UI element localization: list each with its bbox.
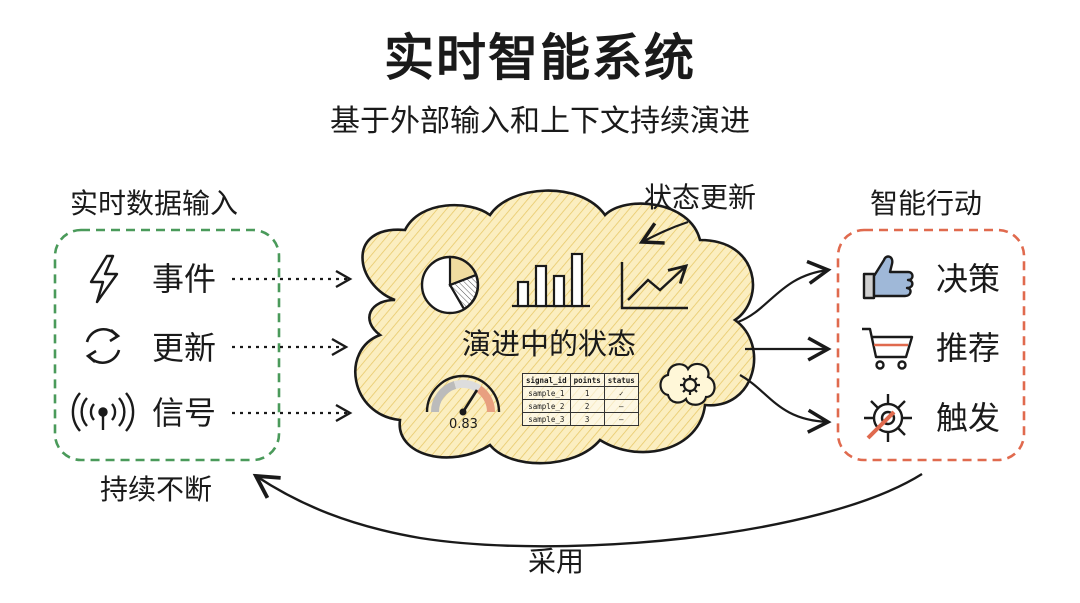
input-panel-label: 实时数据输入 <box>70 187 239 220</box>
input-item-signal: 信号 <box>152 394 217 432</box>
state-update-arrow <box>638 220 689 245</box>
input-item-event: 事件 <box>152 260 217 298</box>
action-item-decision: 决策 <box>936 260 1001 298</box>
page-subtitle: 基于外部输入和上下文持续演进 <box>330 104 750 139</box>
state-update-label: 状态更新 <box>644 181 757 214</box>
action-item-recommend: 推荐 <box>936 329 1001 367</box>
table-cell: 1 <box>569 386 605 400</box>
table-cell: sample_3 <box>522 412 571 426</box>
gear-wrench-icon <box>864 394 912 442</box>
refresh-icon <box>85 327 121 365</box>
signal-table: signal_id points status sample_1 1 ✓ sam… <box>522 373 639 426</box>
input-item-update: 更新 <box>152 329 217 367</box>
table-row: sample_2 2 — <box>522 399 639 413</box>
table-cell: — <box>603 412 639 426</box>
input-arrows <box>232 277 348 415</box>
adopt-label: 采用 <box>528 545 585 578</box>
evolving-state-label: 演进中的状态 <box>462 327 637 361</box>
action-panel-label: 智能行动 <box>870 187 983 220</box>
table-cell: 2 <box>569 399 605 413</box>
input-arrowheads <box>331 269 353 423</box>
input-panel-border <box>53 228 281 462</box>
action-panel-border <box>836 228 1026 462</box>
table-header: status <box>603 373 639 387</box>
gauge-icon <box>425 374 501 416</box>
table-cell: — <box>603 399 639 413</box>
table-header: signal_id <box>522 373 571 387</box>
signal-icon <box>71 392 135 432</box>
table-row: sample_1 1 ✓ <box>522 386 639 400</box>
brain-gear-icon <box>659 362 716 406</box>
table-cell: 3 <box>569 412 605 426</box>
lightning-icon <box>89 254 119 304</box>
cart-icon <box>862 327 914 370</box>
table-cell: sample_1 <box>522 386 571 400</box>
table-cell: sample_2 <box>522 399 571 413</box>
table-row: sample_3 3 — <box>522 412 639 426</box>
pie-chart-icon <box>420 255 480 315</box>
page-title: 实时智能系统 <box>384 29 696 87</box>
line-chart-icon <box>620 262 689 310</box>
thumbs-up-icon <box>862 255 914 300</box>
bar-chart-icon <box>512 252 590 308</box>
table-cell: ✓ <box>603 386 639 400</box>
continuous-label: 持续不断 <box>100 473 213 506</box>
output-arrows <box>737 259 832 434</box>
feedback-loop-arrow <box>252 472 923 548</box>
action-item-trigger: 触发 <box>936 399 1001 437</box>
gauge-value: 0.83 <box>449 417 478 432</box>
table-header: points <box>569 373 605 387</box>
